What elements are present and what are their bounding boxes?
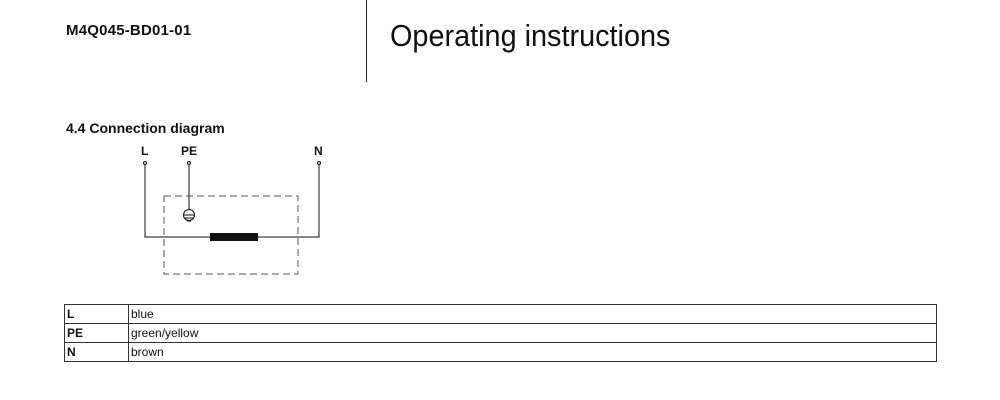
motor-winding-icon	[210, 233, 258, 241]
terminal-cell: N	[64, 342, 129, 362]
terminal-dot-l	[143, 161, 147, 165]
connection-diagram: L PE N	[141, 144, 323, 275]
table-row: L blue	[64, 304, 937, 324]
wire-colour-cell: blue	[128, 304, 937, 324]
header-divider	[366, 0, 367, 82]
terminal-cell: PE	[64, 323, 129, 343]
table-row: N brown	[64, 342, 937, 362]
wire-n	[258, 165, 320, 238]
motor-housing-outline	[163, 195, 299, 275]
wire-colour-cell: green/yellow	[128, 323, 937, 343]
terminal-label-l: L	[141, 144, 148, 158]
wire-colour-cell: brown	[128, 342, 937, 362]
terminal-cell: L	[64, 304, 129, 324]
document-code: M4Q045-BD01-01	[66, 22, 192, 39]
terminal-label-pe: PE	[181, 144, 197, 158]
terminal-dot-n	[317, 161, 321, 165]
section-heading: 4.4 Connection diagram	[66, 120, 225, 136]
earth-ground-icon	[183, 209, 195, 222]
terminal-label-n: N	[314, 144, 323, 158]
wiring-table: L blue PE green/yellow N brown	[64, 304, 937, 362]
wire-l	[144, 165, 210, 238]
document-title: Operating instructions	[390, 18, 671, 53]
terminal-dot-pe	[187, 161, 191, 165]
table-row: PE green/yellow	[64, 323, 937, 343]
